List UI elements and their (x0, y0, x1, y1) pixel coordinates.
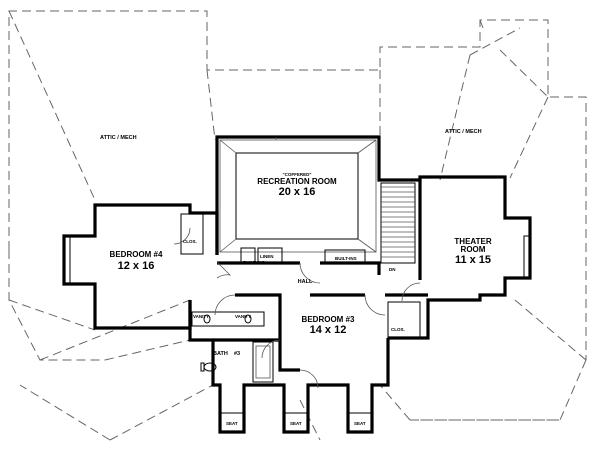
staircase (380, 182, 416, 264)
window-seats (219, 412, 373, 433)
bath3-number: #3 (234, 351, 240, 357)
bedroom3-title: BEDROOM #3 (302, 315, 355, 324)
bedroom3-size: 14 x 12 (310, 324, 347, 336)
theater-title-line2: ROOM (461, 245, 486, 254)
vanity-right-label: VANITY (235, 314, 251, 319)
theater-size: 11 x 15 (455, 254, 491, 266)
bay-windows (63, 235, 531, 285)
recreation-room-size: 20 x 16 (279, 186, 316, 198)
closet-left-label: CLOS. (183, 239, 197, 244)
labels: ATTIC / MECH ATTIC / MECH "COFFERED" REC… (100, 129, 492, 426)
attic-right-label: ATTIC / MECH (445, 129, 482, 135)
recreation-room-title: RECREATION ROOM (257, 177, 337, 186)
built-in-right-label: BUILT-INS (335, 256, 357, 261)
bedroom4-title: BEDROOM #4 (110, 250, 163, 259)
seat-label-3: SEAT (354, 421, 366, 426)
built-in-left-label: BUILT-INS (243, 260, 265, 265)
seat-label-2: SEAT (290, 421, 302, 426)
vanity-left-label: VANITY (193, 314, 209, 319)
theater-title: THEATER (454, 237, 491, 246)
hall-label: HALL (298, 279, 313, 285)
attic-outline (8, 10, 587, 441)
stair-down-label: DN (389, 267, 396, 272)
bath3-label: BATH (213, 351, 228, 357)
seat-label-1: SEAT (226, 421, 238, 426)
walls (62, 135, 532, 434)
attic-left-label: ATTIC / MECH (100, 135, 137, 141)
door-swings (173, 227, 421, 389)
bedroom4-size: 12 x 16 (118, 260, 155, 272)
closet-right-label: CLOS. (391, 327, 405, 332)
linen-label: LINEN (260, 254, 274, 259)
coffered-note: "COFFERED" (282, 172, 311, 177)
coffered-ceiling (219, 137, 377, 253)
built-in-fixtures (180, 213, 421, 383)
